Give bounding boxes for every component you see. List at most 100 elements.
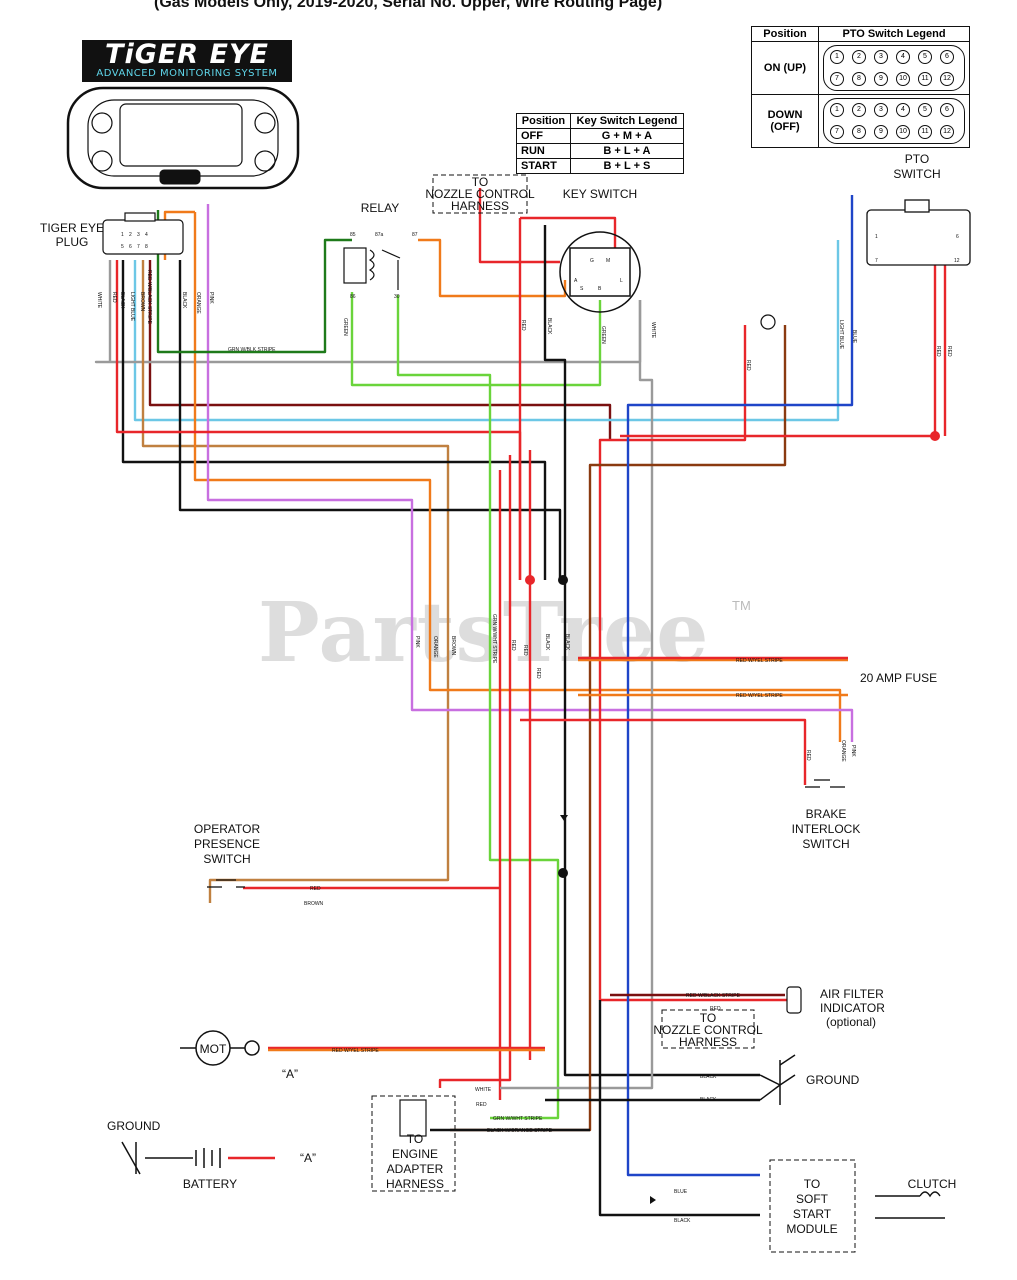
wire-label: RED W/YEL STRIPE: [332, 1048, 379, 1054]
wire-label: BLACK: [181, 292, 187, 309]
wire-label: RED: [935, 346, 941, 357]
logo-subtitle: ADVANCED MONITORING SYSTEM: [96, 68, 278, 79]
plug-pin-label: 5: [121, 244, 124, 250]
wire-label: RED: [710, 1006, 721, 1012]
wire-label: GRN W/WHT STRIPE: [493, 1116, 543, 1122]
label-to-nozzle-bottom: HARNESS: [679, 1035, 737, 1049]
relay-pin-label: 85: [350, 232, 356, 238]
wire-label: WHITE: [475, 1087, 492, 1093]
label-engine-adapter: ADAPTER: [387, 1162, 444, 1176]
wire-label: PINK: [414, 636, 420, 648]
label-pto-switch: SWITCH: [893, 167, 940, 181]
wire-label: PINK: [208, 292, 214, 304]
wire-label: BLACK: [700, 1097, 717, 1103]
junction-red: [525, 575, 535, 585]
wire-red-pto: [620, 260, 947, 438]
tiger-eye-logo: TiGER EYE ADVANCED MONITORING SYSTEM: [82, 40, 292, 82]
to-nozzle-bottom-box: [661, 1009, 755, 1049]
wire-label: RED: [520, 320, 526, 331]
wire-red-ks2: [438, 455, 512, 1088]
wire-white-ks: [500, 300, 654, 1090]
wire-label: BLACK: [674, 1218, 691, 1224]
wire-label: RED W/BLACK STRIPE: [686, 993, 741, 999]
wire-label: WHITE: [96, 292, 102, 309]
plug-pin-label: 4: [145, 232, 148, 238]
wire-label: RED W/YEL STRIPE: [736, 693, 783, 699]
soft-start-box: [769, 1159, 856, 1253]
wire-label: ORANGE: [840, 740, 846, 762]
wire-label: ORANGE: [195, 292, 201, 314]
label-soft-start: MODULE: [786, 1222, 837, 1236]
wire-red-brake: [520, 718, 807, 785]
label-to-nozzle-top: TO: [472, 175, 488, 189]
diode-icon: [560, 815, 568, 821]
pto-pin: 3: [874, 50, 888, 64]
pto-conn-pin-label: 6: [956, 234, 959, 240]
label-engine-adapter: HARNESS: [386, 1177, 444, 1191]
page-header-fragment: (Gas Models Only, 2019-2020, Serial No. …: [154, 0, 663, 11]
pto-pin: 2: [852, 50, 866, 64]
label-to-nozzle-top: HARNESS: [451, 199, 509, 213]
wire-label: BLACK W/ORANGE STRIPE: [487, 1128, 553, 1134]
label-engine-adapter: TO: [407, 1132, 423, 1146]
pto-pin: 5: [918, 103, 932, 117]
relay-pin-label: 87a: [375, 232, 384, 238]
pto-switch-connector: [866, 199, 971, 266]
lamp: [760, 314, 776, 330]
wire-label: RED W/BLACK STRIPE: [146, 270, 152, 325]
plug-pin-label: 1: [121, 232, 124, 238]
pto-pin: 10: [896, 125, 910, 139]
battery-symbol: [121, 1141, 221, 1175]
wire-label: LIGHT BLUE: [129, 292, 135, 322]
tiger-eye-display: [66, 86, 300, 190]
key-legend-value: G + M + A: [569, 128, 685, 144]
label-brake-interlock: BRAKE: [806, 807, 847, 821]
wire-label: GRN W/BLK STRIPE: [228, 347, 276, 353]
wire-label: ORANGE: [432, 636, 438, 658]
wire-orange-relay: [418, 238, 567, 298]
key-pin-label: A: [574, 278, 578, 284]
pto-pin: 3: [874, 103, 888, 117]
wire-grn-wht: [396, 295, 560, 1120]
tiger-eye-plug: [102, 212, 184, 255]
wire-brown-trunk: [141, 260, 450, 903]
plug-pin-label: 7: [137, 244, 140, 250]
key-legend-value: B + L + S: [569, 158, 685, 174]
wire-pink-trunk: [206, 204, 854, 742]
wire-black-ks: [543, 225, 760, 1077]
relay-pin-label: 30: [394, 294, 400, 300]
wire-dark-red-trunk: [148, 260, 612, 440]
wire-ss-black: [598, 1000, 760, 1217]
pto-conn-pin-label: 1: [875, 234, 878, 240]
key-pin-label: L: [620, 278, 623, 284]
pto-pin: 8: [852, 125, 866, 139]
label-clutch: CLUTCH: [908, 1177, 957, 1191]
label-brake-interlock: INTERLOCK: [792, 822, 861, 836]
wire-label: RED: [522, 645, 528, 656]
label-tiger-eye-plug: TIGER EYE: [40, 221, 104, 235]
key-pin-label: G: [590, 258, 594, 264]
key-pin-label: B: [598, 286, 602, 292]
label-battery: BATTERY: [183, 1177, 237, 1191]
pto-pin: 11: [918, 125, 932, 139]
pto-pin: 9: [874, 125, 888, 139]
label-ground-left: GROUND: [107, 1119, 161, 1133]
engine-adapter-box: [371, 1095, 456, 1192]
wire-label: RED: [745, 360, 751, 371]
watermark: PartsTree: [258, 585, 710, 681]
label-battery-a: “A”: [300, 1151, 316, 1165]
wire-label: RED: [111, 292, 117, 303]
pto-pin: 4: [896, 103, 910, 117]
label-air-filter: AIR FILTER: [820, 987, 884, 1001]
wire-black-trunk: [121, 260, 547, 580]
label-soft-start: TO: [804, 1177, 820, 1191]
pto-pin: 4: [896, 50, 910, 64]
plug-pin-label: 2: [129, 232, 132, 238]
label-to-nozzle-bottom: TO: [700, 1011, 716, 1025]
wire-label: BROWN: [450, 636, 456, 656]
key-legend-header-title: Key Switch Legend: [569, 113, 685, 129]
label-to-nozzle-bottom: NOZZLE CONTROL: [653, 1023, 763, 1037]
